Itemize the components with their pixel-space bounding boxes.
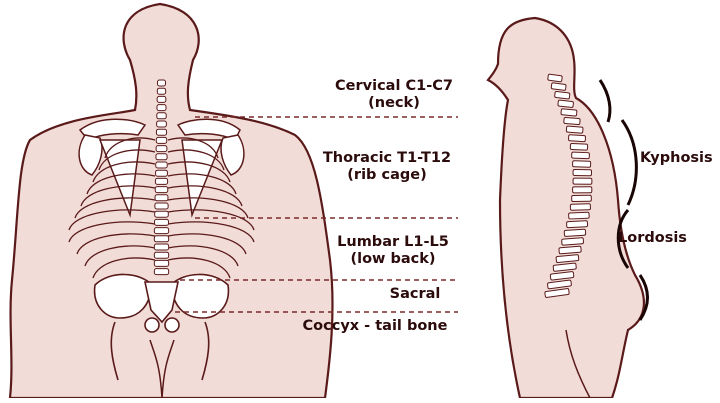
lordosis-label: Lordosis <box>618 230 687 246</box>
side-vertebra <box>558 100 574 108</box>
vertebra <box>157 105 166 111</box>
side-vertebra <box>562 238 584 246</box>
side-vertebra <box>573 178 592 184</box>
lordosis-label-text: Lordosis <box>618 230 687 246</box>
side-vertebra <box>572 152 590 159</box>
cervical-label-line1: Cervical C1-C7 <box>328 78 460 95</box>
coccyx-label: Coccyx - tail bone <box>300 318 450 335</box>
side-vertebra <box>564 117 580 124</box>
back-view-body <box>10 4 333 398</box>
vertebra <box>155 211 169 217</box>
vertebra <box>156 162 168 168</box>
thoracic-label: Thoracic T1-T12 (rib cage) <box>312 150 462 184</box>
side-vertebra <box>569 212 590 219</box>
back-silhouette <box>10 4 333 398</box>
vertebra <box>155 178 167 184</box>
vertebra <box>154 269 168 275</box>
side-vertebra <box>573 161 591 168</box>
lumbar-label-line2: (low back) <box>328 251 458 268</box>
side-view-body <box>488 18 644 398</box>
cervical-label-line2: (neck) <box>328 95 460 112</box>
right-hip-joint <box>165 318 179 332</box>
vertebra <box>154 244 168 250</box>
vertebra <box>158 80 166 86</box>
cervical-label: Cervical C1-C7 (neck) <box>328 78 460 112</box>
sacral-label-text: Sacral <box>380 286 450 303</box>
thoracic-label-line1: Thoracic T1-T12 <box>312 150 462 167</box>
side-vertebra <box>559 246 581 254</box>
side-vertebra <box>566 126 583 133</box>
vertebra <box>157 121 167 127</box>
side-vertebra <box>555 91 570 99</box>
side-vertebra <box>573 187 592 193</box>
side-silhouette <box>488 18 644 398</box>
vertebra <box>157 88 165 94</box>
vertebra <box>155 219 169 225</box>
vertebra <box>156 129 166 135</box>
vertebra <box>154 252 168 258</box>
lumbar-label-line1: Lumbar L1-L5 <box>328 234 458 251</box>
side-vertebra <box>570 143 587 150</box>
vertebra <box>154 260 168 266</box>
lumbar-label: Lumbar L1-L5 (low back) <box>328 234 458 268</box>
vertebra <box>157 113 166 119</box>
left-hip-joint <box>145 318 159 332</box>
side-vertebra <box>548 74 563 82</box>
vertebra <box>156 146 167 152</box>
vertebra <box>157 96 166 102</box>
thoracic-label-line2: (rib cage) <box>312 167 462 184</box>
side-vertebra <box>573 169 591 175</box>
vertebra <box>154 228 168 234</box>
vertebra <box>156 137 166 143</box>
kyphosis-label-text: Kyphosis <box>640 150 713 166</box>
side-vertebra <box>567 221 588 228</box>
side-vertebra <box>572 195 592 201</box>
side-vertebra <box>561 109 577 116</box>
vertebra <box>155 195 168 201</box>
side-vertebra <box>551 83 566 91</box>
kyphosis-bracket <box>622 120 636 205</box>
side-vertebra <box>570 204 590 211</box>
kyphosis-label: Kyphosis <box>640 150 713 166</box>
side-vertebra <box>564 229 586 236</box>
vertebra <box>154 236 168 242</box>
coccyx-label-text: Coccyx - tail bone <box>300 318 450 335</box>
cervical-curve-bracket <box>600 80 610 122</box>
vertebra <box>155 187 168 193</box>
vertebra <box>155 203 168 209</box>
vertebra <box>156 170 168 176</box>
sacral-label: Sacral <box>380 286 450 303</box>
side-vertebra <box>568 135 585 142</box>
vertebra <box>156 154 167 160</box>
